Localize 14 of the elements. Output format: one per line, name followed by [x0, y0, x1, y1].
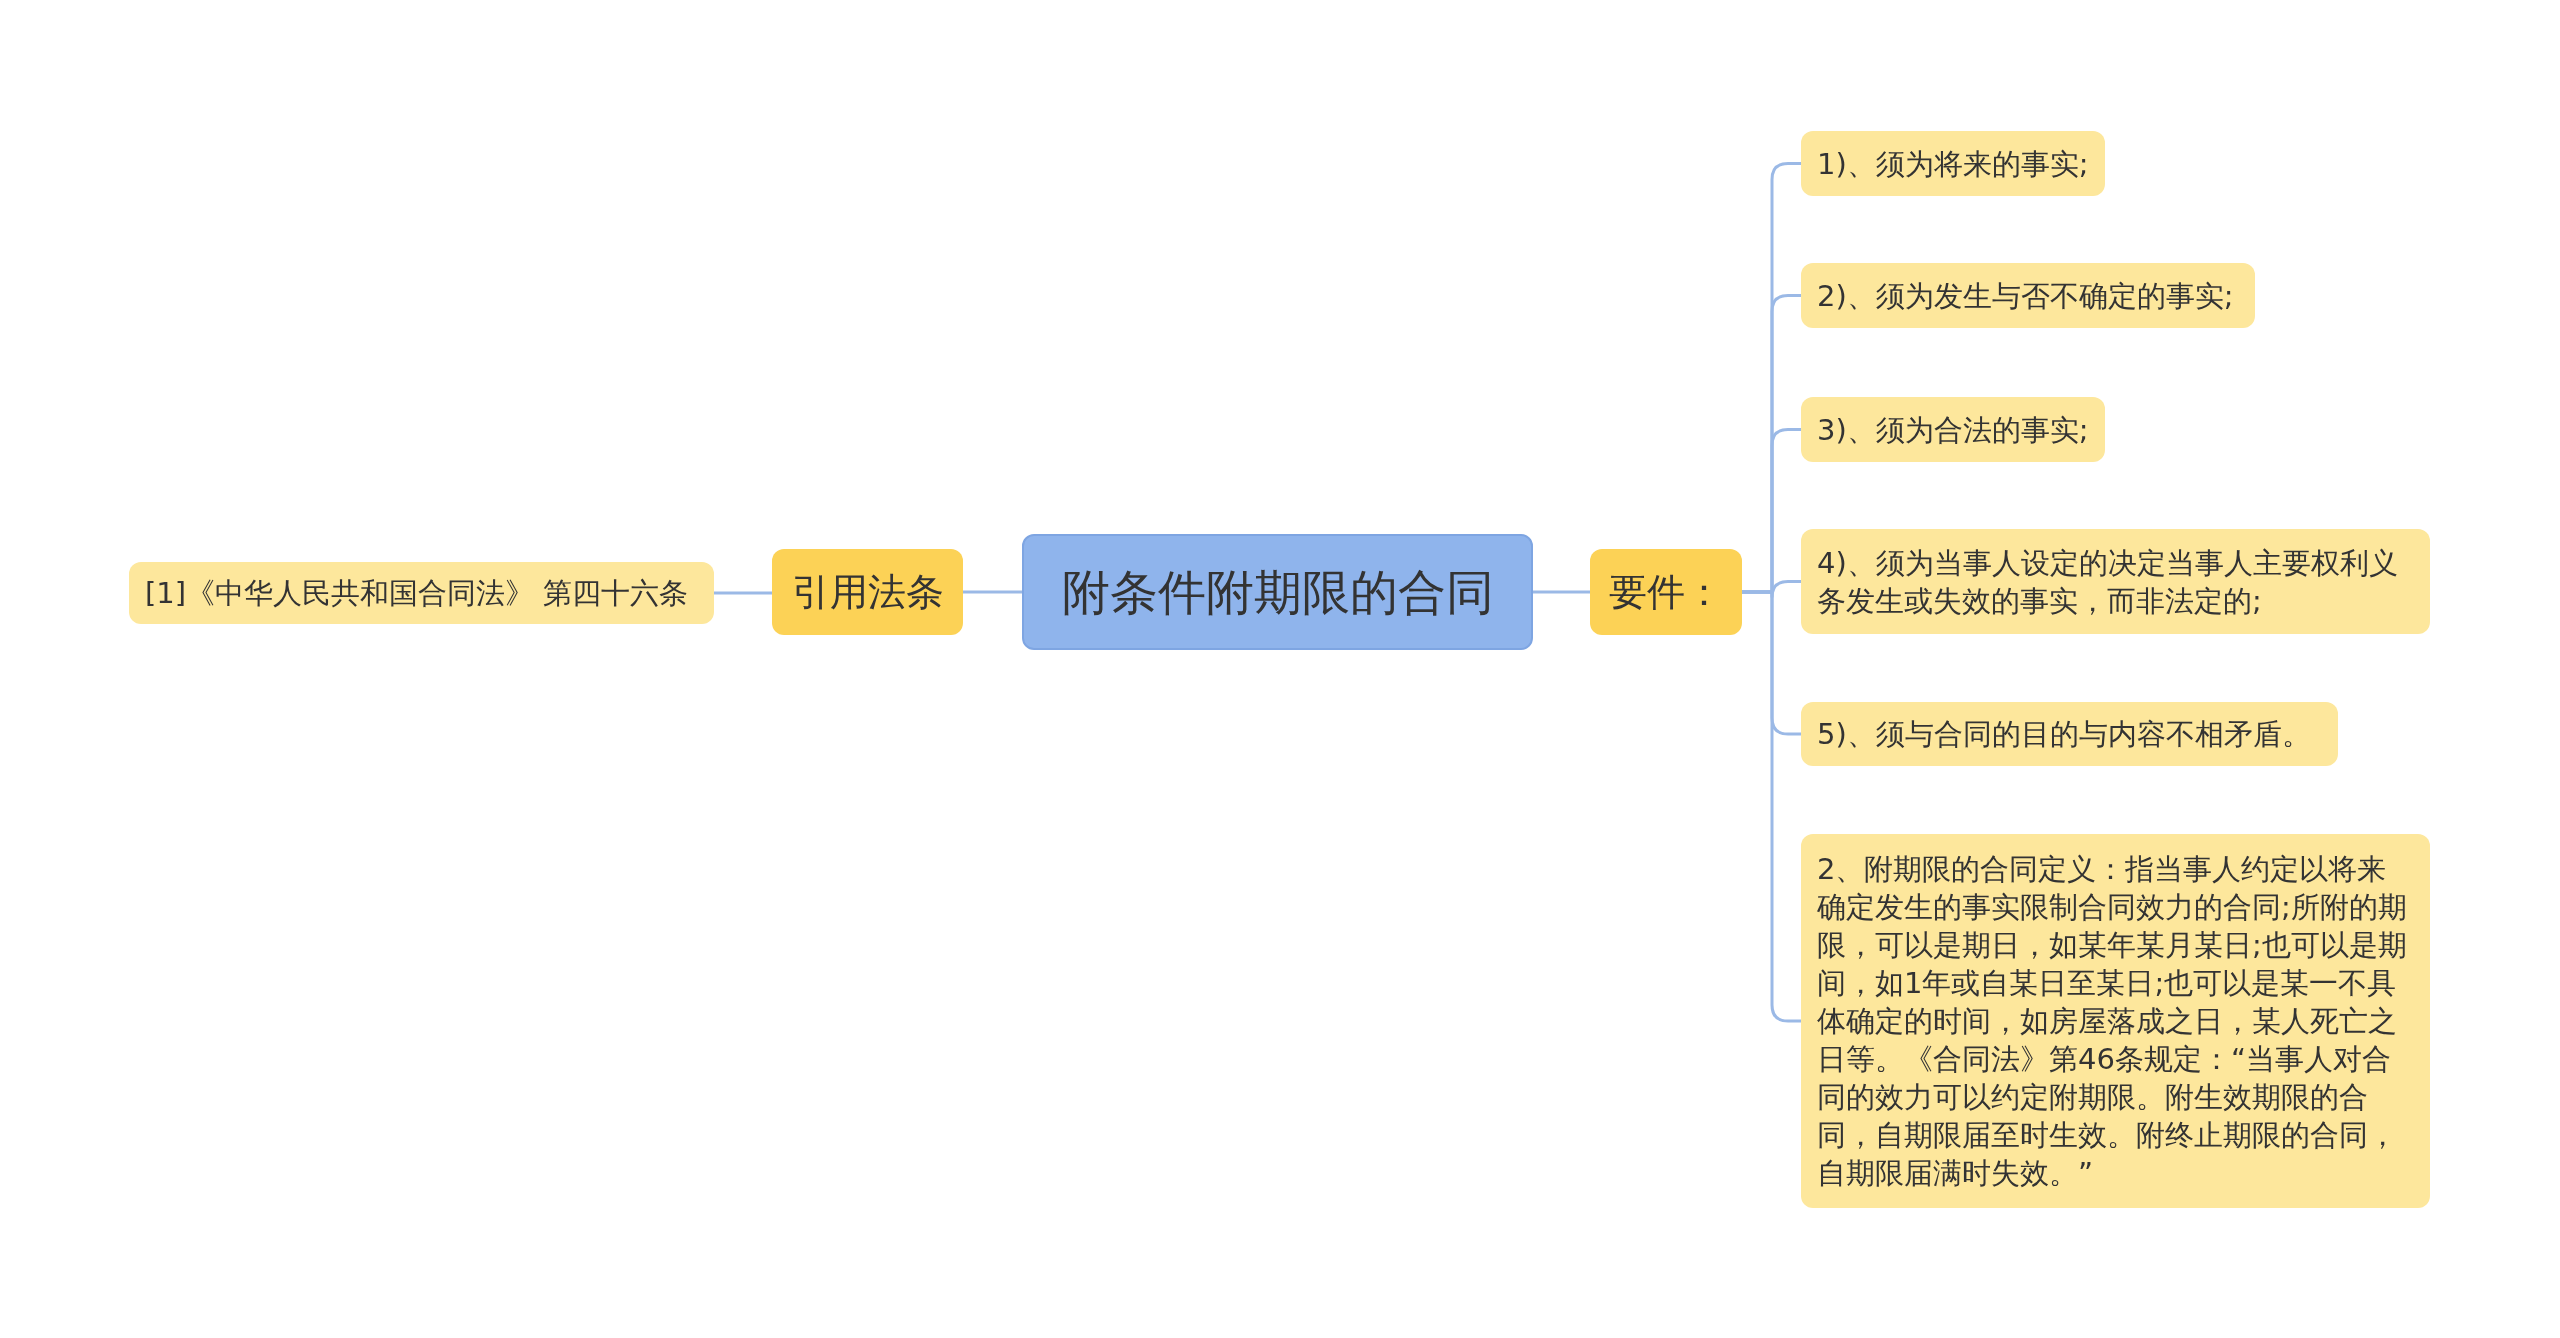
connector-line — [714, 591, 772, 595]
connector-line — [1742, 590, 1801, 1023]
subtopic-box: 4)、须为当事人设定的决定当事人主要权利义务发生或失效的事实，而非法定的; — [1801, 529, 2430, 634]
subtopic-box: 2、附期限的合同定义：指当事人约定以将来确定发生的事实限制合同效力的合同;所附的期限，可以是期日，如某年某月某日;也可以是期间，如1年或自某日至某日;也可以是某一不具体确定的时间，如房屋落成之日，某人死亡之日等。《合同法》第46条规定：“当事人对合同的效力可以约定附期限。附生效期限的合同，自期限届至时生效。附终止期限的合同，自期限届满时失效。” — [1801, 834, 2430, 1208]
connector-line — [963, 590, 1022, 594]
subtopic-box: 5)、须与合同的目的与内容不相矛盾。 — [1801, 702, 2338, 766]
subtopic-box: 3)、须为合法的事实; — [1801, 397, 2105, 462]
subtopic-box: [1]《中华人民共和国合同法》 第四十六条 — [129, 562, 714, 624]
connector-line — [1533, 590, 1590, 594]
topic-box: 引用法条 — [772, 549, 963, 635]
subtopic-box: 2)、须为发生与否不确定的事实; — [1801, 263, 2255, 328]
central-topic-box: 附条件附期限的合同 — [1022, 534, 1533, 650]
subtopic-box: 1)、须为将来的事实; — [1801, 131, 2105, 196]
topic-box: 要件： — [1590, 549, 1742, 635]
